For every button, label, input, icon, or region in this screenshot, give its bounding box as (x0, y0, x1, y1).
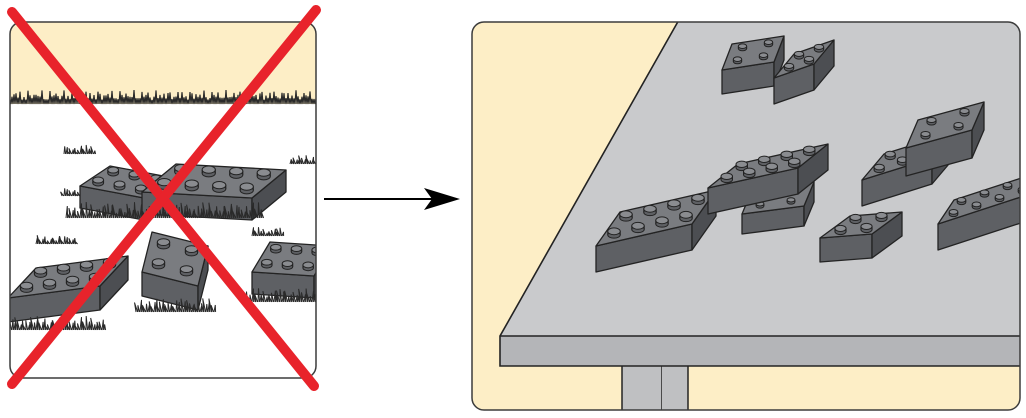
brick-stud (65, 275, 80, 287)
brick-stud (212, 180, 227, 193)
brick-stud (802, 145, 816, 157)
brick-stud (33, 266, 48, 278)
brick-stud (953, 121, 964, 131)
grass-tuft (251, 227, 285, 237)
brick-stud (849, 213, 862, 225)
brick-stud (994, 193, 1005, 203)
brick-stud (873, 163, 885, 174)
brick-stud (107, 166, 120, 177)
brick-stud (302, 261, 314, 272)
connector-arrow (324, 188, 460, 210)
brick-stud (151, 258, 166, 270)
brick-stud (113, 180, 126, 191)
grass-tuft (289, 155, 316, 165)
brick-stud (19, 281, 34, 293)
brick-stud (290, 245, 303, 255)
brick-stud (239, 182, 254, 195)
table-leg (622, 366, 662, 410)
brick-stud (757, 155, 771, 167)
brick-stud (643, 204, 657, 217)
brick-stud (92, 176, 105, 187)
brick-stud (201, 165, 216, 178)
brick-stud (619, 210, 633, 222)
brick-stud (971, 201, 982, 210)
brick-stud (780, 150, 794, 162)
brick-stud (655, 216, 669, 228)
brick-stud (803, 55, 815, 65)
left-panel-frame (9, 21, 317, 379)
brick-stud (270, 243, 282, 254)
brick-stud (691, 193, 705, 206)
left-panel (9, 21, 317, 379)
brick-stud (786, 197, 796, 205)
table-edge (500, 336, 1020, 366)
brick-stud (256, 168, 271, 181)
right-panel-frame (471, 21, 1021, 411)
brick-stud (920, 130, 931, 140)
brick-stud (732, 56, 743, 65)
grass-around-brick (134, 298, 217, 313)
brick-stud (56, 263, 71, 275)
brick-stud (261, 258, 273, 269)
brick-stud (179, 265, 194, 277)
brick-stud (679, 210, 693, 223)
brick-stud (875, 211, 888, 223)
brick-stud (959, 107, 970, 117)
brick-stud (765, 162, 779, 174)
brick-stud (184, 179, 199, 192)
grass-tuft (63, 144, 97, 155)
grass-tuft (35, 235, 78, 245)
brick-stud (42, 278, 57, 290)
brick-stud (156, 238, 171, 250)
brick-stud (229, 166, 244, 179)
grass-bricks (10, 163, 316, 331)
brick-stud (860, 222, 873, 234)
brick-stud (742, 167, 756, 179)
brick-stud (758, 52, 769, 61)
lego-brick (819, 211, 903, 263)
brick-stud (813, 43, 825, 53)
brick-stud (763, 39, 774, 48)
brick-stud (956, 196, 967, 206)
brick-stud (631, 221, 645, 234)
brick-stud (926, 116, 937, 126)
brick-stud (834, 224, 847, 236)
brick-stud (1017, 186, 1020, 195)
brick-stud (787, 157, 801, 169)
right-panel (471, 21, 1021, 411)
cross-out-mark (7, 5, 321, 391)
brick-stud (884, 150, 896, 161)
brick-stud (79, 260, 94, 272)
table-leg (662, 366, 688, 410)
lego-brick (773, 39, 835, 105)
grass-horizon (10, 89, 316, 105)
brick-stud (720, 172, 734, 184)
brick-stud (783, 62, 795, 72)
brick-stud (1002, 181, 1013, 191)
lego-brick (707, 143, 829, 215)
lego-brick (141, 231, 209, 311)
lego-brick (721, 35, 785, 95)
brick-stud (948, 208, 959, 218)
brick-stud (737, 43, 748, 52)
brick-stud (793, 50, 805, 60)
lego-brick (937, 169, 1020, 251)
brick-stud (281, 260, 294, 270)
brick-stud (979, 189, 990, 198)
table-bricks (595, 35, 1020, 273)
lego-brick (905, 101, 985, 177)
brick-stud (607, 227, 621, 239)
brick-stud (311, 246, 316, 257)
brick-stud (667, 199, 681, 211)
lego-brick (251, 241, 316, 299)
